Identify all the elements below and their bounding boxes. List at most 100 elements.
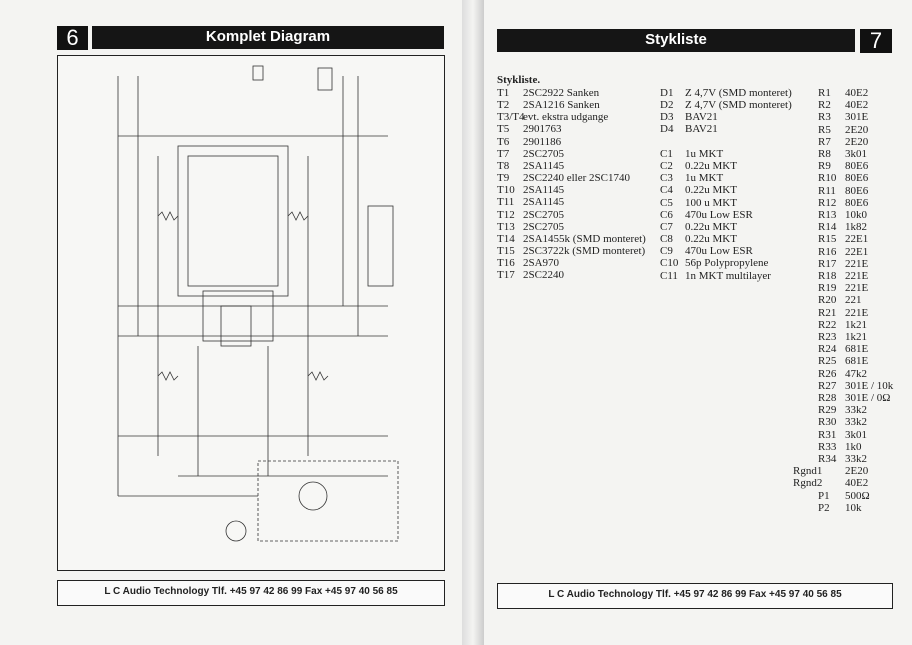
part-value: 221E — [845, 306, 869, 319]
part-ref: T2 — [497, 99, 510, 112]
part-ref: R19 — [818, 282, 837, 295]
part-value: 1k21 — [845, 331, 867, 343]
footer-right: L C Audio Technology Tlf. +45 97 42 86 9… — [497, 583, 893, 609]
part-value: 2SC2705 — [523, 147, 564, 160]
part-value: 40E2 — [845, 87, 869, 99]
part-value: 10k0 — [845, 209, 867, 221]
part-ref: R9 — [818, 160, 831, 173]
footer-left: L C Audio Technology Tlf. +45 97 42 86 9… — [57, 580, 445, 606]
part-value: 2SC2705 — [523, 220, 564, 233]
part-ref: R11 — [818, 184, 836, 197]
part-ref: R29 — [818, 404, 837, 417]
part-ref: T6 — [497, 135, 510, 148]
part-ref: Rgnd2 — [793, 477, 823, 490]
part-ref: R3 — [818, 111, 831, 124]
part-ref: T10 — [497, 184, 515, 197]
part-value: 681E — [845, 355, 869, 368]
page-fold — [462, 0, 484, 645]
part-ref: R28 — [818, 392, 837, 404]
part-value: 2SC2705 — [523, 208, 564, 221]
page-number-right: 7 — [860, 29, 892, 53]
part-ref: R13 — [818, 209, 837, 221]
part-ref: R21 — [818, 306, 837, 319]
part-ref: R15 — [818, 233, 837, 246]
part-ref: T5 — [497, 123, 510, 136]
part-ref: R20 — [818, 294, 837, 307]
part-value: 1u MKT — [685, 172, 724, 185]
part-value: 221E — [845, 282, 869, 295]
part-value: 0.22u MKT — [685, 233, 737, 246]
part-ref: D2 — [660, 99, 674, 112]
part-ref: R1 — [818, 87, 831, 99]
part-ref: T15 — [497, 244, 515, 257]
part-value: 2SA1216 Sanken — [523, 99, 600, 112]
part-value: 470u Low ESR — [685, 245, 753, 258]
part-value: 301E — [845, 111, 869, 124]
part-value: 3k01 — [845, 148, 867, 160]
part-ref: R12 — [818, 196, 837, 209]
part-value: 2SA970 — [523, 257, 560, 270]
part-value: 3k01 — [845, 428, 867, 441]
part-value: 47k2 — [845, 367, 867, 380]
part-value: 56p Polypropylene — [685, 257, 769, 270]
part-ref: T9 — [497, 172, 510, 185]
part-value: 80E6 — [845, 172, 869, 185]
part-ref: D4 — [660, 123, 674, 136]
part-ref: D1 — [660, 87, 674, 99]
part-ref: C6 — [660, 208, 673, 221]
part-ref: T14 — [497, 232, 515, 245]
part-value: 221 — [845, 294, 862, 307]
part-ref: R5 — [818, 123, 831, 136]
schematic-diagram — [57, 55, 445, 571]
part-value: 2901186 — [523, 135, 562, 148]
part-value: 80E6 — [845, 184, 869, 197]
part-ref: D3 — [660, 111, 674, 124]
part-value: 2SA1145 — [523, 159, 565, 172]
part-ref: C11 — [660, 269, 678, 282]
part-value: 301E / 10k — [845, 379, 894, 392]
part-ref: P2 — [818, 501, 830, 514]
part-value: 470u Low ESR — [685, 208, 753, 221]
page-title-left: Komplet Diagram — [92, 26, 444, 49]
part-value: 301E / 0Ω — [845, 392, 891, 404]
part-value: 500Ω — [845, 489, 870, 502]
part-value: Z 4,7V (SMD monteret) — [685, 99, 792, 112]
part-ref: C10 — [660, 257, 679, 270]
part-value: 2SA1455k (SMD monteret) — [523, 232, 646, 245]
part-value: 2E20 — [845, 135, 869, 148]
part-ref: R31 — [818, 428, 837, 441]
part-ref: R17 — [818, 257, 837, 270]
part-ref: R22 — [818, 318, 837, 331]
part-ref: C5 — [660, 196, 673, 209]
part-ref: T7 — [497, 147, 510, 160]
part-ref: R8 — [818, 148, 831, 160]
part-value: 2E20 — [845, 123, 869, 136]
part-value: 2901763 — [523, 123, 562, 136]
part-ref: R2 — [818, 99, 831, 112]
part-value: 33k2 — [845, 404, 867, 417]
part-ref: R26 — [818, 367, 837, 380]
part-ref: R7 — [818, 135, 831, 148]
part-ref: P1 — [818, 489, 830, 502]
part-value: 22E1 — [845, 233, 869, 246]
part-ref: T16 — [497, 257, 515, 270]
part-value: 80E6 — [845, 196, 869, 209]
part-ref: R25 — [818, 355, 837, 368]
part-ref: R23 — [818, 331, 837, 343]
part-ref: C1 — [660, 148, 673, 160]
part-ref: T13 — [497, 220, 515, 233]
part-ref: R34 — [818, 453, 837, 465]
part-ref: C8 — [660, 233, 673, 246]
part-value: 10k — [845, 501, 862, 514]
part-ref: Rgnd1 — [793, 465, 823, 478]
part-value: 1u MKT — [685, 148, 724, 160]
parts-list-title: Stykliste. — [497, 74, 541, 86]
part-value: 1k0 — [845, 440, 862, 453]
part-ref: T17 — [497, 269, 515, 282]
part-value: 2SC2240 — [523, 269, 564, 282]
part-value: 2SC2240 eller 2SC1740 — [523, 172, 630, 185]
part-ref: C4 — [660, 184, 673, 197]
part-ref: R33 — [818, 440, 837, 453]
part-value: 2E20 — [845, 465, 869, 478]
part-value: 0.22u MKT — [685, 220, 737, 233]
